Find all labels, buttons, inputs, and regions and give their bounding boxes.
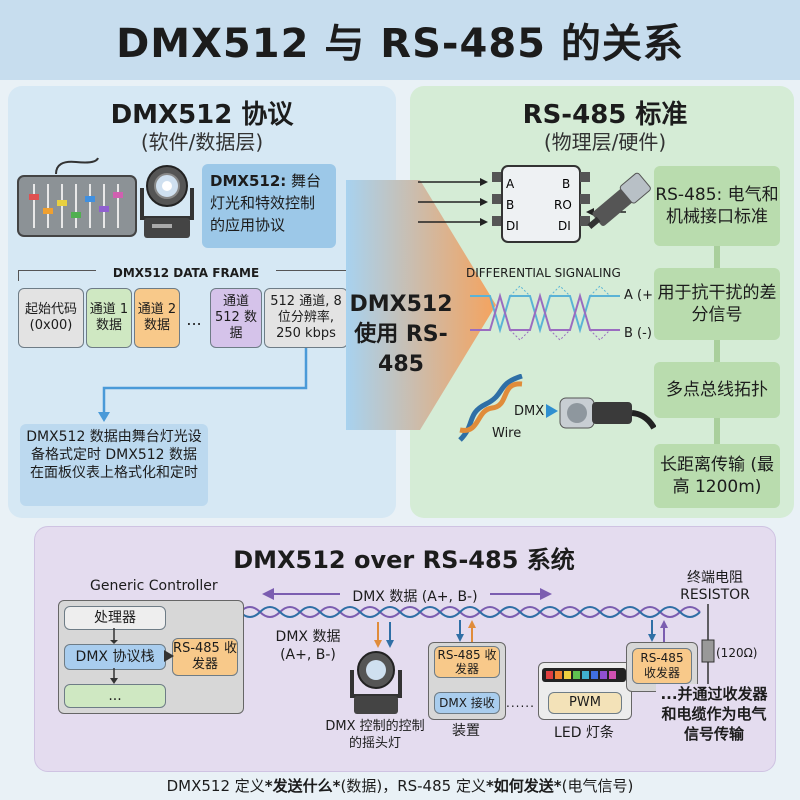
moving-head-light-icon (140, 165, 194, 238)
footer-part-3: (电气信号) (561, 776, 634, 795)
chip-pin-right-2: DI (558, 219, 571, 233)
footer-bold-2: *如何发送* (485, 776, 562, 795)
terminator-resistor-icon (701, 604, 715, 688)
bus-label-top: DMX 数据 (A+, B-) (340, 586, 490, 606)
feature-0-text: RS-485: 电气和机械接口标准 (655, 185, 779, 227)
wire-label: Wire (492, 426, 522, 441)
frame-label: DMX512 DATA FRAME (96, 266, 276, 280)
tap-arrows-3 (648, 620, 668, 642)
controller-flow-arrows (110, 628, 118, 684)
signal-b-label: B (-) (624, 326, 652, 341)
controller-label: Generic Controller (90, 578, 218, 594)
frame-cell-ch2: 通道 2 数据 (134, 288, 180, 348)
led-strip-label: LED 灯条 (554, 725, 614, 741)
controller-more-box: ... (64, 684, 166, 708)
tap-arrows-2 (456, 620, 476, 642)
resistor-value: (120Ω) (716, 646, 758, 660)
moving-head-label: DMX 控制的控制的摇头灯 (325, 719, 425, 751)
frame-cell-ch512: 通道 512 数据 (210, 288, 262, 348)
chip-pin-left-1: B (506, 198, 514, 212)
dmx-connector-icon (559, 397, 656, 430)
footer-bold-1: *发送什么* (264, 776, 341, 795)
device-receive: DMX 接收 (434, 692, 500, 714)
moving-head-fixture-icon (350, 651, 402, 714)
center-arrow (346, 180, 496, 430)
rs485-bus-cable (240, 606, 701, 618)
title-bar: DMX512 与 RS-485 的关系 (0, 0, 800, 80)
page-title: DMX512 与 RS-485 的关系 (116, 21, 684, 67)
footer-caption: DMX512 定义 *发送什么* (数据)，RS-485 定义 *如何发送* (… (0, 770, 800, 800)
twisted-pair-icon (458, 374, 523, 442)
frame-cell-start: 起始代码 (0x00) (18, 288, 84, 348)
system-heading: DMX512 over RS-485 系统 (233, 546, 575, 574)
signal-a-label: A (+) (624, 288, 659, 303)
feature-1-text: 用于抗干扰的差分信号 (657, 283, 777, 325)
feature-multidrop: 多点总线拓扑 (654, 362, 780, 418)
device-transceiver: RS-485 收发器 (434, 646, 500, 678)
chip-pin-left-0: A (506, 177, 515, 191)
processor-box: 处理器 (64, 606, 166, 630)
diff-label: DIFFERENTIAL SIGNALING (466, 266, 621, 280)
dmx512-description: DMX512: 舞台灯光和特效控制的应用协议 (202, 164, 336, 248)
footer-part-2: (数据)，RS-485 定义 (340, 776, 486, 795)
led-strip-icon (542, 668, 626, 682)
differential-signal-waveform (470, 285, 620, 341)
device-to-pwm-dots: ...... (506, 696, 535, 710)
dmx512-subheading: (软件/数据层) (140, 130, 264, 154)
stack-to-transceiver-arrow (164, 650, 174, 662)
dmx512-note: DMX512 数据由舞台灯光设备格式定时 DMX512 数据在面板仪表上格式化和… (20, 424, 208, 506)
footer-part-1: DMX512 定义 (166, 776, 265, 795)
dmx512-desc-label: DMX512: (210, 172, 287, 190)
feature-2-text: 多点总线拓扑 (666, 380, 768, 400)
frame-cell-ch1: 通道 1 数据 (86, 288, 132, 348)
end-note: ...并通过收发器和电缆作为电气信号传输 (656, 684, 772, 744)
feature-interface-standard: RS-485: 电气和机械接口标准 (654, 166, 780, 246)
controller-transceiver: RS-485 收发器 (172, 638, 238, 676)
dmx-connector-top-icon (587, 172, 651, 230)
pwm-box: PWM (548, 692, 622, 714)
feature-long-distance: 长距离传输 (最高 1200m) (654, 444, 780, 508)
terminator-label: 终端电阻 RESISTOR (680, 570, 750, 603)
dmx-label: DMX (514, 404, 545, 419)
frame-cell-ellipsis: ... (186, 310, 202, 329)
tap-arrows-1 (374, 622, 394, 648)
device-label: 装置 (452, 723, 480, 739)
rs485-heading: RS-485 标准 (522, 100, 688, 130)
dmx512-desc-text: 舞台灯光和特效控制的应用协议 (210, 172, 322, 234)
bus-label-left: DMX 数据 (A+, B-) (275, 629, 341, 663)
protocol-stack-box: DMX 协议栈 (64, 644, 166, 670)
chip-pin-left-2: DI (506, 219, 519, 233)
end-transceiver: RS-485 收发器 (632, 648, 692, 684)
chip-pin-right-0: B (562, 177, 570, 191)
mixer-console-icon (17, 157, 137, 237)
frame-to-note-arrow (98, 348, 308, 422)
feature-differential: 用于抗干扰的差分信号 (654, 268, 780, 340)
dmx-arrow-icon (546, 404, 558, 418)
rs485-subheading: (物理层/硬件) (543, 130, 667, 154)
center-text: DMX512 使用 RS-485 (349, 292, 453, 377)
rs485-chip-icon: A B DI B RO DI (418, 165, 626, 243)
dmx512-heading: DMX512 协议 (110, 100, 294, 130)
feature-3-text: 长距离传输 (最高 1200m) (659, 455, 775, 497)
chip-pin-right-1: RO (554, 198, 572, 212)
